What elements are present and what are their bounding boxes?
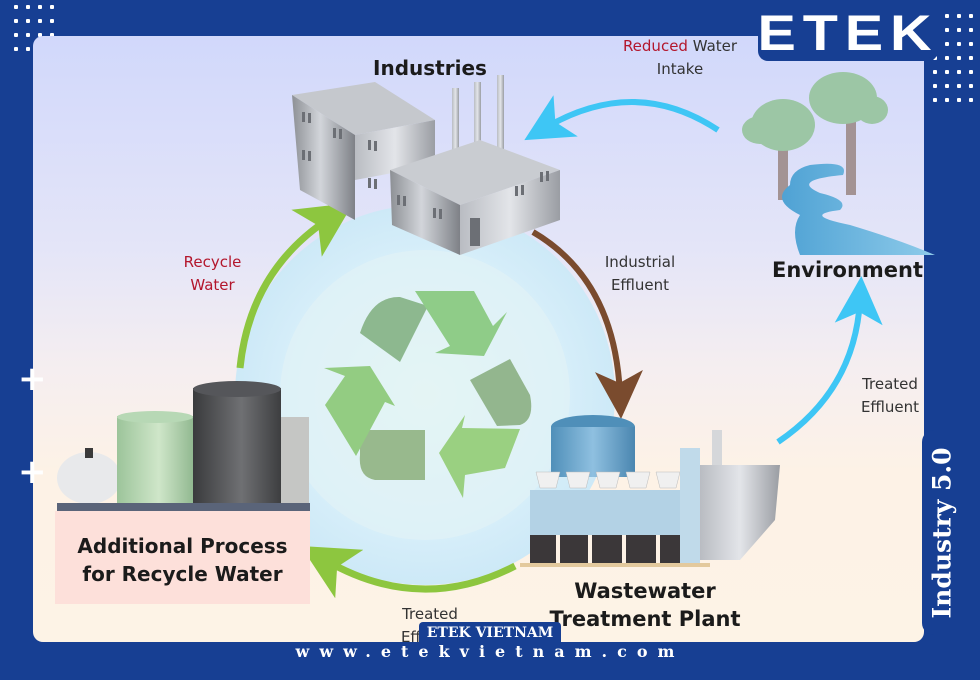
dot xyxy=(957,28,961,32)
dot xyxy=(38,19,42,23)
dot xyxy=(969,28,973,32)
dot xyxy=(945,14,949,18)
dot xyxy=(945,56,949,60)
arrow-treated-to-environment xyxy=(776,276,883,445)
dot xyxy=(957,70,961,74)
dot xyxy=(957,42,961,46)
plus-icon: + xyxy=(18,359,47,399)
dot xyxy=(957,14,961,18)
dot xyxy=(945,28,949,32)
industries-title: Industries xyxy=(373,56,487,80)
industrial-effluent-label: Industrial Effluent xyxy=(604,253,676,294)
recycle-icon xyxy=(324,291,532,498)
arrow-treated-to-additional xyxy=(300,545,517,599)
dot xyxy=(969,84,973,88)
treatment-plant-icon xyxy=(520,415,780,567)
treated-effluent-env-label: Treated Effluent xyxy=(860,375,920,416)
dot xyxy=(945,84,949,88)
wastewater-plant-title: Wastewater Treatment Plant xyxy=(549,579,741,631)
dot xyxy=(933,84,937,88)
dot xyxy=(14,33,18,37)
dot xyxy=(26,5,30,9)
dot xyxy=(14,19,18,23)
dot xyxy=(969,14,973,18)
arrow-industrial-effluent xyxy=(531,229,643,419)
dot xyxy=(969,98,973,102)
dot xyxy=(38,5,42,9)
industry-5-tab: Industry 5.0 xyxy=(922,430,962,635)
company-name-tag: ETEK VIETNAM xyxy=(419,622,561,644)
dot xyxy=(26,47,30,51)
arrow-recycle-water xyxy=(236,202,354,369)
dot xyxy=(945,98,949,102)
dot xyxy=(957,84,961,88)
plus-icon: + xyxy=(18,452,47,492)
dot xyxy=(26,19,30,23)
dot xyxy=(50,5,54,9)
dot xyxy=(969,56,973,60)
environment-title: Environment xyxy=(771,258,924,282)
dot xyxy=(969,42,973,46)
dot xyxy=(26,33,30,37)
website-url[interactable]: www.etekvietnam.com xyxy=(295,642,685,661)
dot xyxy=(945,42,949,46)
etek-logo: ETEK xyxy=(757,5,939,61)
dot xyxy=(50,19,54,23)
additional-process-title: Additional Process for Recycle Water xyxy=(77,534,288,586)
dot xyxy=(957,98,961,102)
dot xyxy=(945,70,949,74)
reduced-intake-label: Reduced Water Intake xyxy=(622,37,738,78)
arrow-reduced-intake xyxy=(524,95,720,141)
dot xyxy=(14,47,18,51)
dot xyxy=(38,33,42,37)
factory-icon xyxy=(292,75,560,255)
dot xyxy=(957,56,961,60)
dot xyxy=(969,70,973,74)
recycle-water-label: Recycle Water xyxy=(183,253,242,294)
dot xyxy=(933,98,937,102)
trees-river-icon xyxy=(742,72,935,255)
dot xyxy=(933,70,937,74)
dot xyxy=(14,5,18,9)
dot xyxy=(50,33,54,37)
tanks-icon xyxy=(55,381,310,604)
